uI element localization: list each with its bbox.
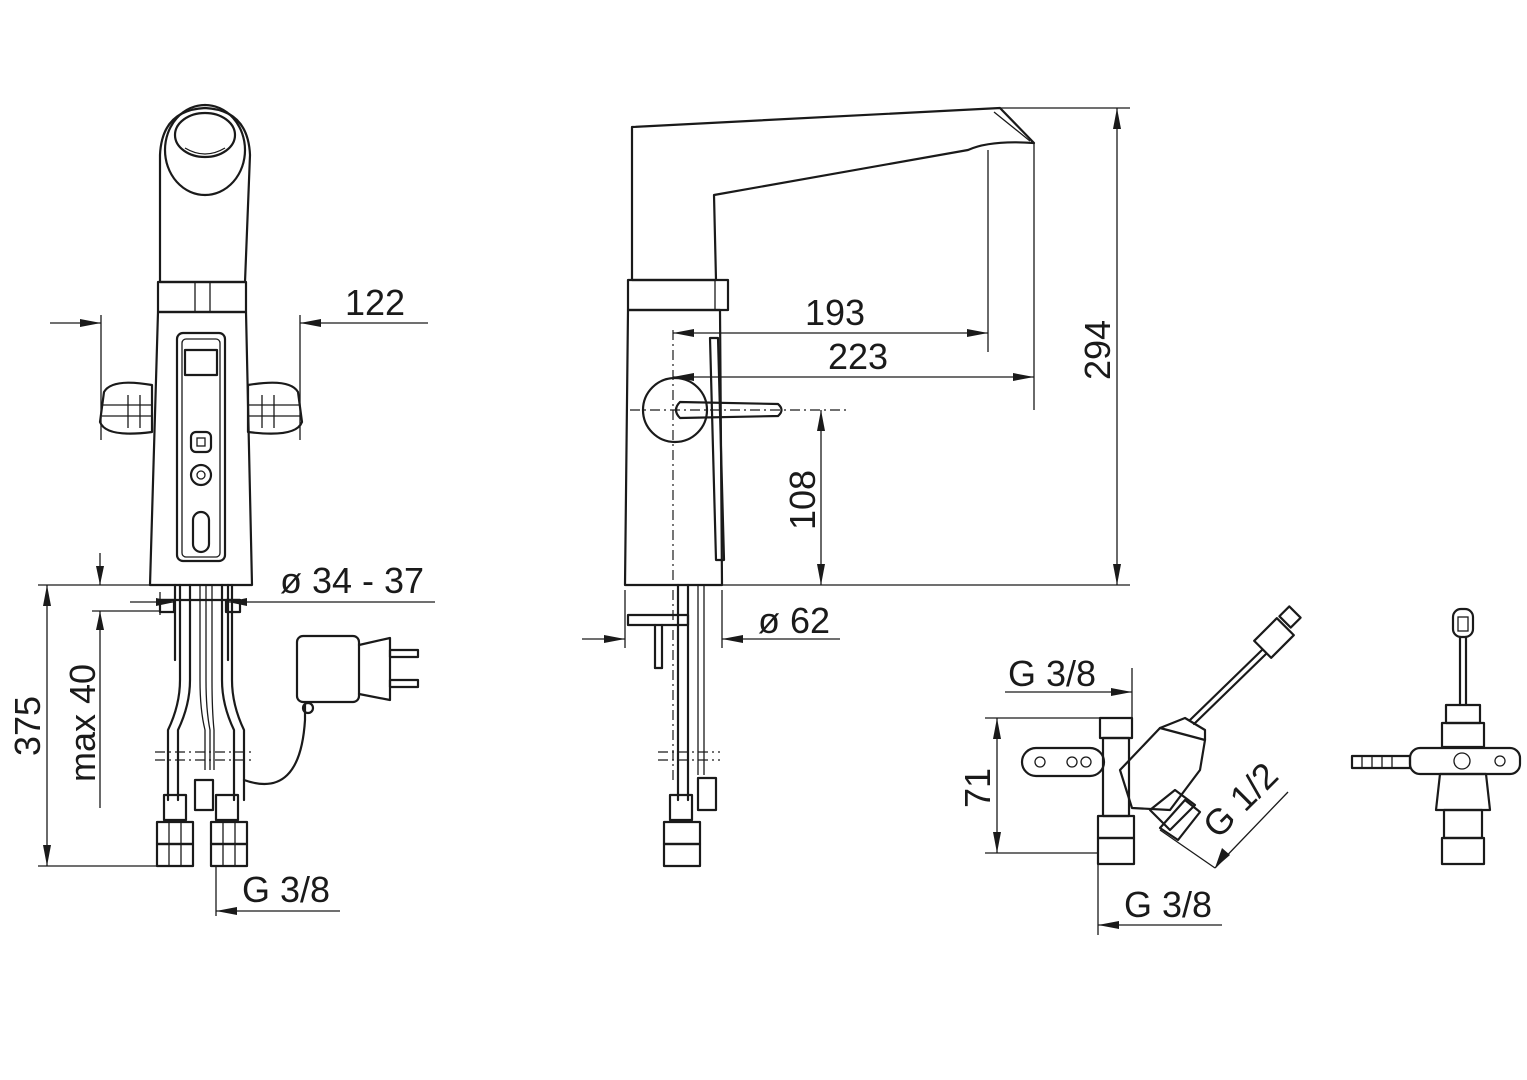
front-display xyxy=(183,348,219,377)
front-body xyxy=(148,310,254,587)
valve-end-nut xyxy=(1440,836,1486,866)
valve-end-barb xyxy=(1350,754,1412,770)
front-collar xyxy=(156,280,248,314)
front-aerator xyxy=(173,111,237,159)
front-knob-button xyxy=(189,463,213,487)
valve-plug xyxy=(1253,617,1295,659)
front-control-panel xyxy=(175,331,227,563)
dim-valve-side-label: G 1/2 xyxy=(1195,754,1286,845)
side-view xyxy=(623,106,1036,868)
valve-end-view xyxy=(1350,607,1522,866)
dim-223-label: 223 xyxy=(828,336,888,377)
front-power-cable xyxy=(242,703,307,785)
valve-solenoid xyxy=(1118,726,1207,812)
side-dimensions: 193 223 294 108 ø 62 xyxy=(582,107,1130,648)
valve-view xyxy=(1020,605,1302,866)
side-spout xyxy=(630,106,1036,282)
front-sensor-button xyxy=(189,430,213,454)
dim-108-label: 108 xyxy=(782,470,823,530)
side-lever-handle xyxy=(674,400,783,420)
side-collar xyxy=(626,278,730,312)
dim-294-label: 294 xyxy=(1077,320,1118,380)
dim-pipe-diameter-label: ø 34 - 37 xyxy=(280,560,424,601)
dim-thread-left-label: G 3/8 xyxy=(242,869,330,910)
dim-193-label: 193 xyxy=(805,292,865,333)
front-nut-left xyxy=(155,820,195,846)
valve-bracket xyxy=(1020,746,1106,778)
dim-max40-label: max 40 xyxy=(62,664,103,782)
valve-dimensions: G 3/8 71 G 1/2 G 3/8 xyxy=(957,653,1289,935)
valve-end-bracket xyxy=(1408,746,1522,776)
front-view xyxy=(98,103,420,868)
front-dimensions: 122 ø 34 - 37 375 max 40 G 3/8 xyxy=(7,282,435,916)
front-led-slot xyxy=(191,510,211,554)
dim-122-label: 122 xyxy=(345,282,405,323)
valve-end-plug xyxy=(1451,607,1475,639)
dim-71-label: 71 xyxy=(957,768,998,808)
dim-valve-inlet-label: G 3/8 xyxy=(1008,653,1096,694)
front-spout-head xyxy=(158,106,252,284)
front-nut-right xyxy=(209,820,249,846)
valve-top-fitting xyxy=(1098,716,1134,740)
valve-bottom-nut xyxy=(1096,836,1136,866)
power-adapter-icon xyxy=(295,634,420,715)
dim-375-label: 375 xyxy=(7,696,48,756)
dim-base-diameter-label: ø 62 xyxy=(758,600,830,641)
dim-valve-outlet-label: G 3/8 xyxy=(1124,884,1212,925)
side-nut xyxy=(662,820,702,846)
front-handle-right xyxy=(246,381,304,435)
front-handle-left xyxy=(98,381,154,435)
front-aerator-ring xyxy=(163,103,247,197)
